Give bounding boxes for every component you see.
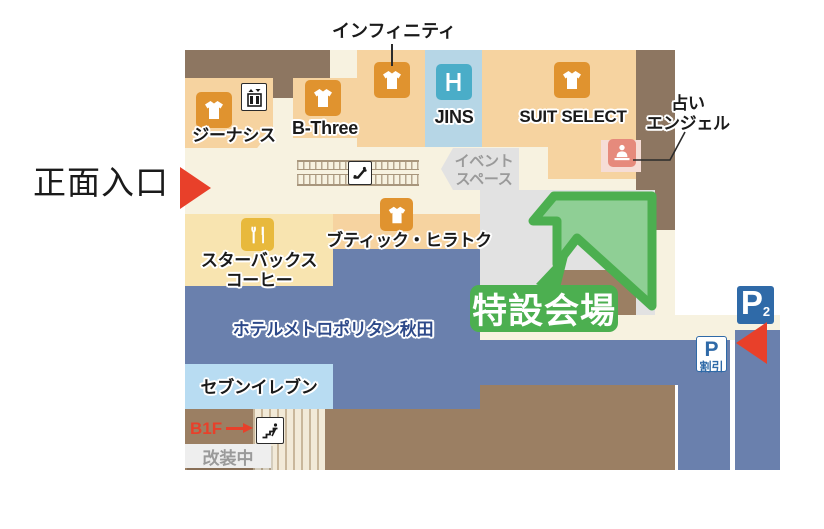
basement-label: B1F [190, 419, 223, 438]
label-hiratoku: ブティック・ヒラトク [326, 231, 492, 250]
label-b-three: B-Three [292, 118, 358, 138]
hotel-block-south [333, 364, 480, 409]
leader-line-infinity [391, 44, 393, 66]
shop-icon-uranai[interactable] [608, 139, 636, 167]
shop-block-seven-eleven[interactable] [185, 364, 333, 409]
label-event-space: イベント スペース [454, 153, 514, 188]
hotel-block-west [185, 286, 333, 364]
parking-entrance-arrow [736, 322, 767, 364]
leader-line-uranai [633, 131, 686, 161]
parking-discount-label: 割引 [699, 360, 724, 374]
main-entrance-label: 正面入口 [33, 164, 169, 201]
basement-arrow-icon [226, 423, 253, 433]
parking-discount-sign[interactable]: P 割引 [696, 336, 727, 374]
stairs-icon [256, 417, 284, 444]
special-venue-shape[interactable] [440, 186, 665, 331]
main-entrance-arrow [180, 167, 211, 209]
label-uranai: 占い エンジェル [646, 94, 730, 134]
label-jins: JINS [434, 107, 474, 127]
shop-icon-jins[interactable] [436, 64, 472, 100]
shop-icon-infinity[interactable] [374, 62, 410, 98]
parking-block-east-upper [480, 340, 678, 385]
hotel-block-main[interactable] [333, 249, 480, 364]
label-seven-eleven: セブンイレブン [200, 378, 318, 397]
label-suit-select: SUIT SELECT [519, 107, 627, 126]
shop-icon-zenasis[interactable] [196, 92, 232, 128]
shop-icon-suit-select[interactable] [554, 62, 590, 98]
label-infinity: インフィニティ [332, 21, 457, 41]
shop-icon-starbucks[interactable] [241, 218, 274, 251]
parking-discount-letter: P [704, 338, 719, 361]
label-hotel-metropolitan: ホテルメトロポリタン秋田 [232, 320, 434, 339]
shop-icon-b-three[interactable] [305, 80, 341, 116]
renovation-status-badge: 改装中 [185, 444, 271, 468]
parking-p2-letter: P [740, 284, 763, 321]
label-zenasis: ジーナシス [192, 126, 276, 145]
special-venue-callout[interactable]: 特設会場 [470, 285, 618, 332]
parking-p2-icon[interactable]: P 2 [737, 286, 774, 324]
label-starbucks: スターバックス コーヒー [200, 251, 318, 291]
event-space-area[interactable] [441, 148, 519, 190]
shop-icon-hiratoku[interactable] [380, 198, 413, 231]
escalator-icon [348, 161, 372, 185]
elevator-icon [241, 83, 267, 111]
parking-p2-number: 2 [762, 304, 771, 319]
structure-block-south-mid [480, 385, 675, 470]
